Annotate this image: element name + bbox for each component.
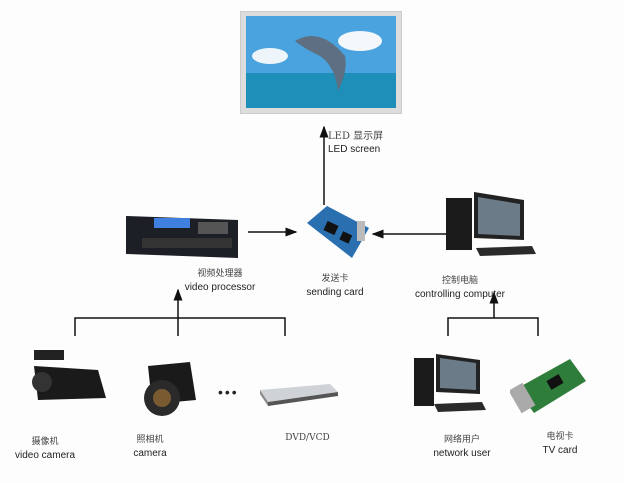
sending-card-image — [307, 206, 369, 258]
dvd-label: DVD/VCD — [285, 433, 330, 443]
controlling-computer-label: 控制电脑 controlling computer — [414, 276, 506, 300]
video-processor-image — [126, 216, 238, 258]
tv-card-image — [510, 359, 586, 414]
led-screen-label: LED 显示屏 LED screen — [328, 131, 384, 155]
network-user-label: 网络用户 network user — [433, 435, 491, 459]
controlling-computer-image — [446, 192, 536, 256]
video-camera-image — [32, 350, 106, 400]
sending-card-label: 发送卡 sending card — [306, 274, 364, 298]
video-camera-label: 摄像机 video camera — [15, 437, 76, 461]
led-screen-image — [240, 11, 402, 114]
camera-label: 照相机 camera — [133, 435, 167, 459]
ellipsis-dots: ••• — [218, 384, 239, 400]
right-input-bracket — [447, 317, 539, 336]
camera-image — [144, 362, 196, 416]
video-processor-label: 视频处理器 video processor — [184, 269, 256, 293]
left-input-bracket — [74, 317, 286, 336]
tv-card-label: 电视卡 TV card — [542, 432, 578, 456]
dvd-player-image — [260, 384, 338, 406]
network-user-image — [414, 354, 486, 412]
